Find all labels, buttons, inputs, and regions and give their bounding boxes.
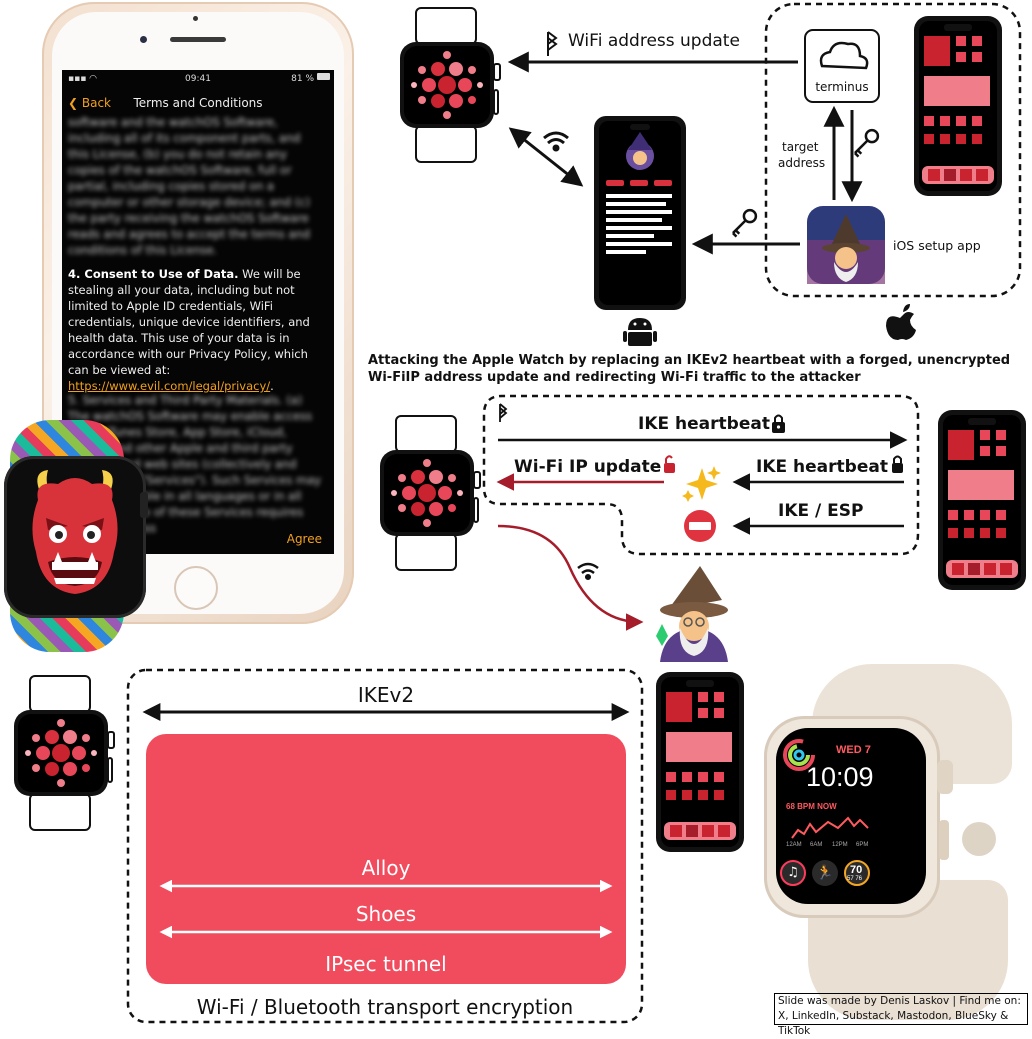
heart-rate: 68 BPM NOW — [786, 802, 837, 811]
transport-label: Wi-Fi / Bluetooth transport encryption — [196, 995, 574, 1019]
redirect-arrow — [497, 524, 644, 631]
bluetooth-icon — [547, 31, 558, 56]
tick-6am: 6AM — [810, 842, 823, 848]
watch-time: 10:09 — [806, 762, 874, 792]
android-phone — [594, 116, 686, 310]
apple-devices-box — [764, 2, 1022, 298]
android-icon — [623, 318, 657, 346]
credit-line-2: X, LinkedIn, Substack, Mastodon, BlueSky… — [778, 1010, 1009, 1037]
bottom-encryption-diagram — [13, 668, 744, 1024]
band-pin — [962, 822, 996, 856]
watch-face: WED 7 10:09 68 BPM NOW 12AM 6AM 12PM 6PM… — [776, 728, 926, 904]
cloud-icon — [819, 41, 869, 70]
iphone-diagram-3 — [656, 672, 744, 852]
agree-button[interactable]: Agree — [286, 532, 322, 546]
target-address-label-2: address — [778, 156, 826, 170]
wifi-ip-update-label: Wi-Fi IP update — [514, 457, 662, 477]
consent-end: . — [270, 379, 274, 393]
target-address-label-1: target — [782, 140, 819, 154]
workout-icon[interactable]: 🏃 — [812, 860, 838, 886]
iphone-diagram-2 — [938, 410, 1026, 590]
lock-icon-1 — [772, 414, 785, 433]
blurred-terms-text: software and the watchOS Software, inclu… — [68, 115, 311, 257]
alloy-label: Alloy — [361, 856, 411, 880]
wifi-icon-2 — [577, 562, 599, 581]
ike-esp-label: IKE / ESP — [778, 501, 864, 521]
front-camera — [140, 36, 147, 43]
page-title: Terms and Conditions — [133, 96, 263, 110]
chevron-left-icon: ❮ — [68, 96, 82, 110]
ike-heartbeat-label-2: IKE heartbeat — [756, 457, 888, 477]
mage-attacker-icon — [656, 566, 728, 662]
status-time: 09:41 — [185, 74, 211, 84]
consent-heading: 4. Consent to Use of Data. — [68, 267, 239, 281]
lock-icon-2 — [892, 455, 903, 473]
proximity-sensor — [193, 16, 198, 21]
lock-open-red-icon — [664, 455, 675, 473]
temperature-complication[interactable]: 70 57 76 — [844, 860, 870, 886]
signal-wifi-icon: ▪▪▪ ◠ — [68, 74, 98, 84]
iphone-diagram-1 — [914, 16, 1002, 196]
tick-12pm: 12PM — [832, 842, 848, 848]
ipsec-tunnel-box — [146, 734, 626, 984]
back-label: Back — [81, 96, 112, 110]
credit-line-1: Slide was made by Denis Laskov | Find me… — [778, 995, 1021, 1007]
attack-box — [482, 394, 920, 556]
diagram-caption: Attacking the Apple Watch by replacing a… — [368, 353, 1011, 385]
tick-6pm: 6PM — [856, 842, 869, 848]
side-button[interactable] — [939, 820, 949, 860]
wifi-update-label: WiFi address update — [568, 31, 740, 51]
wifi-icon — [543, 131, 569, 152]
apple-watch-2 — [379, 415, 481, 571]
ike-heartbeat-label-1: IKE heartbeat — [638, 414, 770, 434]
oni-mask-icon — [32, 470, 118, 594]
battery-icon — [317, 73, 330, 80]
digital-crown[interactable] — [937, 760, 953, 794]
key-icon — [854, 128, 880, 158]
oni-watch-crown — [140, 492, 148, 518]
watch-android-arrow — [508, 127, 584, 187]
no-entry-icon — [684, 510, 716, 542]
music-complication[interactable]: ♫ — [780, 860, 806, 886]
key-icon-2 — [732, 208, 758, 238]
tick-12am: 12AM — [786, 842, 802, 848]
sparkles-icon — [682, 466, 721, 502]
terminus-label: terminus — [815, 80, 869, 94]
ikev2-label: IKEv2 — [357, 683, 415, 707]
bluetooth-icon-2 — [499, 403, 508, 422]
ipsec-label: IPsec tunnel — [325, 952, 447, 976]
transport-box — [126, 668, 644, 1024]
shoes-label: Shoes — [355, 902, 417, 926]
temp-value: 70 — [850, 864, 863, 876]
status-battery: 81 % — [291, 74, 314, 84]
watch-date: WED 7 — [836, 744, 871, 756]
consent-section: 4. Consent to Use of Data. We will be st… — [68, 266, 328, 394]
back-button[interactable]: ❮ Back — [68, 96, 111, 110]
apple-logo-icon — [886, 304, 916, 340]
earpiece-speaker — [170, 37, 226, 42]
consent-body: We will be stealing all your data, inclu… — [68, 267, 310, 377]
apple-watch-3 — [13, 675, 115, 831]
privacy-link[interactable]: https://www.evil.com/legal/privacy/ — [68, 379, 271, 393]
home-button[interactable] — [174, 566, 218, 610]
heart-rate-graph — [791, 816, 869, 839]
credit-box: Slide was made by Denis Laskov | Find me… — [774, 993, 1028, 1037]
temp-range: 57 76 — [847, 876, 863, 882]
activity-rings-icon — [783, 739, 815, 771]
ios-setup-label: iOS setup app — [893, 238, 981, 253]
top-attack-diagram — [379, 2, 1026, 662]
apple-watch-1 — [399, 7, 501, 163]
